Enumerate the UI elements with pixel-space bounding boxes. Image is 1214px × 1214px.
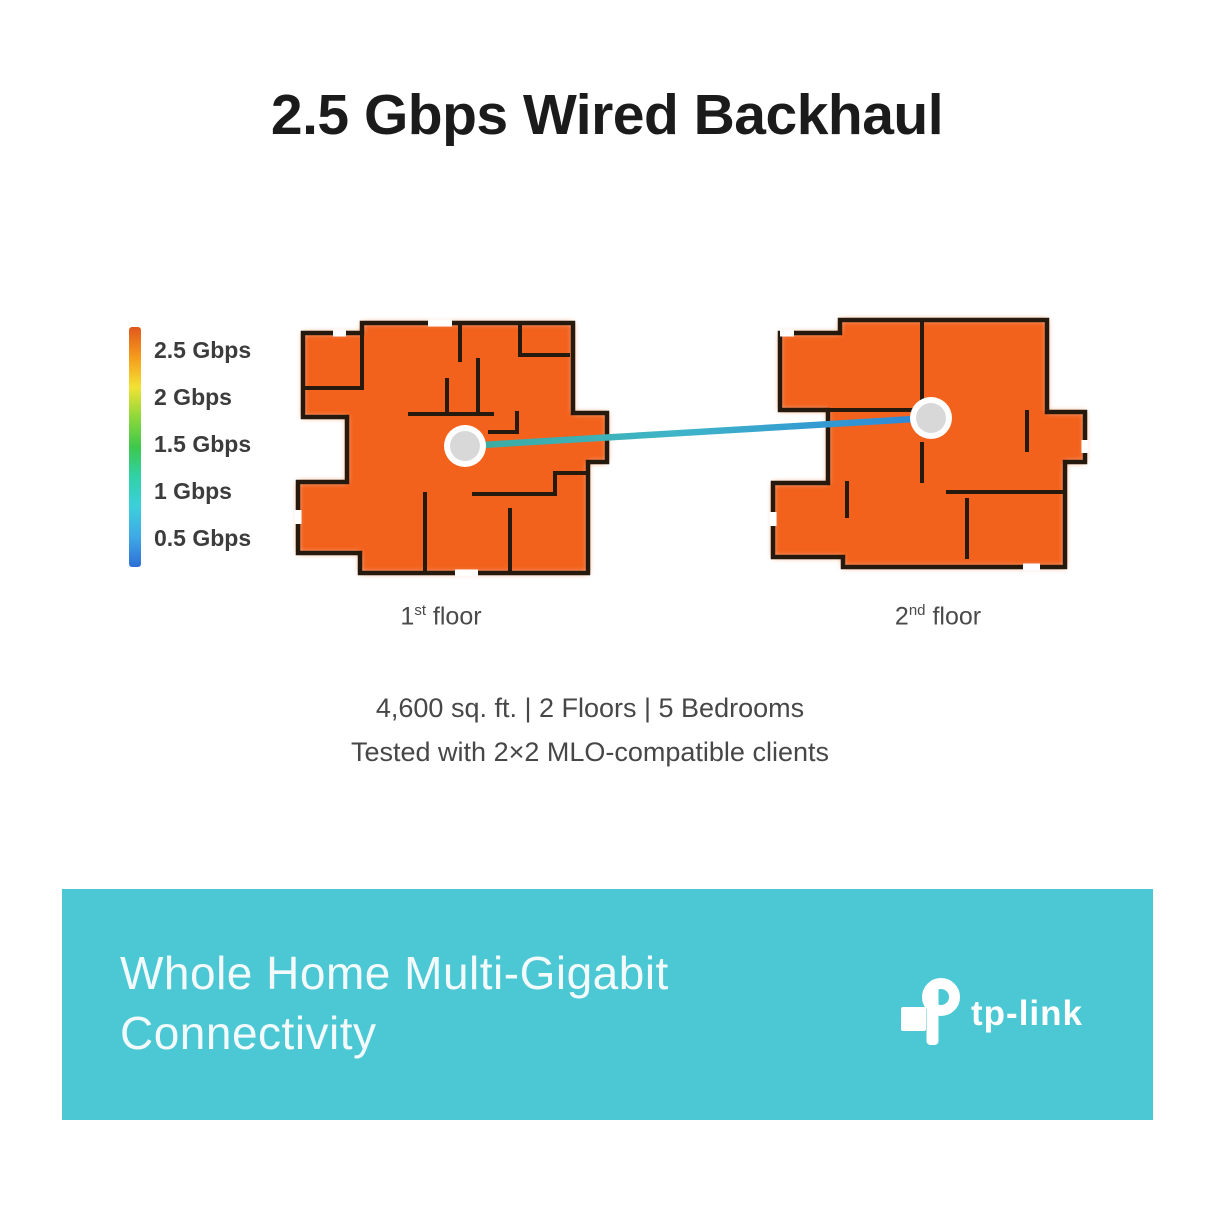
page-title: 2.5 Gbps Wired Backhaul — [270, 83, 944, 147]
test-conditions-text: Tested with 2×2 MLO-compatible clients — [351, 737, 829, 767]
router-node-floor2 — [910, 397, 952, 439]
router-node-floor1 — [444, 425, 486, 467]
floor1-outline — [295, 320, 610, 576]
floor-word: floor — [925, 602, 982, 631]
banner-heading-line2: Connectivity — [120, 1007, 377, 1059]
home-specs-text: 4,600 sq. ft. | 2 Floors | 5 Bedrooms — [375, 693, 805, 723]
tp-link-logo-glyph — [901, 978, 960, 1045]
floor-ordinal-suffix: st — [414, 602, 426, 619]
legend-label: 0.5 Gbps — [154, 525, 252, 551]
floor1-interior-walls — [303, 321, 589, 575]
door-gaps — [294, 319, 1089, 577]
legend-label: 2 Gbps — [154, 384, 232, 410]
backhaul-connection-line — [461, 414, 935, 450]
legend-label: 2.5 Gbps — [154, 337, 252, 363]
legend-gradient-bar — [129, 327, 141, 567]
banner-heading-line1: Whole Home Multi-Gigabit — [120, 947, 669, 999]
legend-row: 1 Gbps — [154, 468, 251, 515]
floor-number: 2 — [894, 602, 909, 631]
tp-link-logo: tp-link — [901, 978, 1083, 1045]
legend-label: 1 Gbps — [154, 478, 232, 504]
legend-row: 2 Gbps — [154, 374, 251, 421]
banner-heading: Whole Home Multi-Gigabit Connectivity — [120, 943, 669, 1063]
legend-row: 0.5 Gbps — [154, 515, 251, 562]
legend-row: 1.5 Gbps — [154, 421, 251, 468]
floor-number: 1 — [400, 602, 415, 631]
tp-link-logo-text: tp-link — [971, 994, 1083, 1033]
floor2-caption: 2nd floor — [828, 602, 1048, 631]
floor2-interior-walls — [826, 318, 1067, 559]
legend-label: 1.5 Gbps — [154, 431, 252, 457]
floorplan-diagram — [294, 317, 1089, 577]
banner: Whole Home Multi-Gigabit Connectivity tp… — [62, 889, 1153, 1120]
floor-ordinal-suffix: nd — [908, 602, 926, 619]
floor2-heatmap — [773, 320, 1085, 567]
floor-word: floor — [425, 602, 482, 631]
floor1-caption: 1st floor — [331, 602, 551, 631]
speed-legend: 2.5 Gbps 2 Gbps 1.5 Gbps 1 Gbps 0.5 Gbps — [154, 327, 251, 562]
legend-row: 2.5 Gbps — [154, 327, 251, 374]
floor2-outline — [770, 317, 1088, 570]
